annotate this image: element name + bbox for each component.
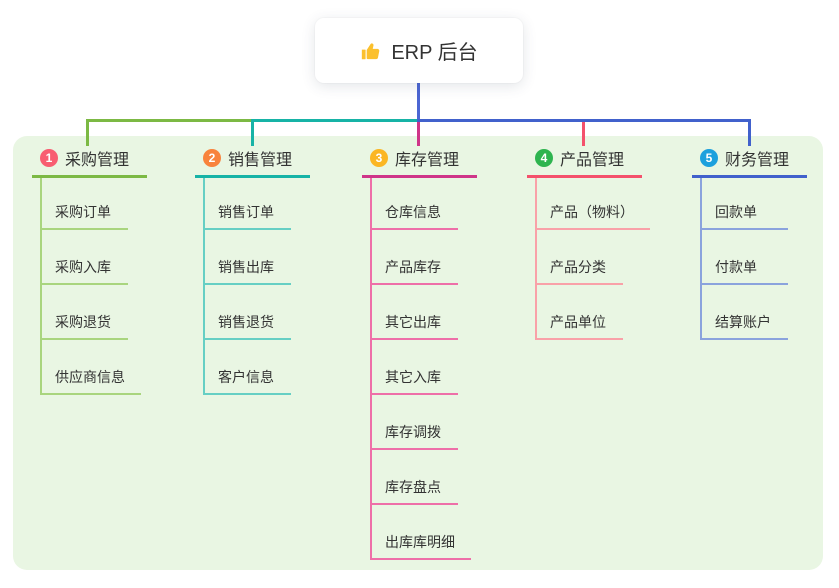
thumbs-up-icon bbox=[360, 40, 382, 62]
child-node[interactable]: 付款单 bbox=[702, 230, 788, 285]
child-node[interactable]: 采购退货 bbox=[42, 285, 128, 340]
child-node[interactable]: 结算账户 bbox=[702, 285, 788, 340]
branch-title[interactable]: 1 采购管理 bbox=[32, 146, 147, 178]
branch-title[interactable]: 3 库存管理 bbox=[362, 146, 477, 178]
connector-horizontal-blue bbox=[417, 119, 751, 122]
branch-number-badge: 3 bbox=[370, 148, 388, 167]
child-node[interactable]: 其它出库 bbox=[372, 285, 458, 340]
child-node[interactable]: 库存盘点 bbox=[372, 450, 458, 505]
child-node[interactable]: 其它入库 bbox=[372, 340, 458, 395]
branch-number-badge: 4 bbox=[535, 148, 553, 167]
child-node[interactable]: 产品单位 bbox=[537, 285, 623, 340]
child-node[interactable]: 销售出库 bbox=[205, 230, 291, 285]
child-node[interactable]: 客户信息 bbox=[205, 340, 291, 395]
branch-title[interactable]: 5 财务管理 bbox=[692, 146, 807, 178]
branch-title[interactable]: 2 销售管理 bbox=[195, 146, 310, 178]
child-node[interactable]: 产品库存 bbox=[372, 230, 458, 285]
branch-label: 库存管理 bbox=[395, 151, 460, 169]
branch-number-badge: 2 bbox=[203, 148, 221, 167]
branch-number-badge: 1 bbox=[40, 148, 58, 167]
branch-sales: 2 销售管理 销售订单 销售出库 销售退货 客户信息 bbox=[195, 146, 310, 395]
child-node[interactable]: 采购入库 bbox=[42, 230, 128, 285]
child-node[interactable]: 供应商信息 bbox=[42, 340, 141, 395]
branch-children: 回款单 付款单 结算账户 bbox=[700, 178, 788, 340]
branch-children: 销售订单 销售出库 销售退货 客户信息 bbox=[203, 178, 291, 395]
branch-title[interactable]: 4 产品管理 bbox=[527, 146, 642, 178]
root-node[interactable]: ERP 后台 bbox=[315, 18, 523, 83]
connector-drop-branch-4 bbox=[582, 122, 585, 146]
branch-children: 采购订单 采购入库 采购退货 供应商信息 bbox=[40, 178, 141, 395]
branch-label: 采购管理 bbox=[65, 151, 130, 169]
child-node[interactable]: 产品（物料） bbox=[537, 178, 650, 230]
connector-horizontal-green bbox=[86, 119, 253, 122]
child-node[interactable]: 销售订单 bbox=[205, 178, 291, 230]
root-label: ERP 后台 bbox=[391, 42, 478, 64]
connector-drop-branch-1 bbox=[86, 119, 89, 146]
branch-children: 产品（物料） 产品分类 产品单位 bbox=[535, 178, 650, 340]
branch-inventory: 3 库存管理 仓库信息 产品库存 其它出库 其它入库 库存调拨 库存盘点 出库库… bbox=[362, 146, 477, 560]
branch-label: 销售管理 bbox=[228, 151, 293, 169]
root-stem-connector bbox=[417, 83, 420, 121]
child-node[interactable]: 产品分类 bbox=[537, 230, 623, 285]
connector-drop-branch-2 bbox=[251, 119, 254, 146]
connector-horizontal-teal bbox=[251, 119, 418, 122]
branch-number-badge: 5 bbox=[700, 148, 718, 167]
child-node[interactable]: 仓库信息 bbox=[372, 178, 458, 230]
branch-label: 财务管理 bbox=[725, 151, 790, 169]
branch-purchase: 1 采购管理 采购订单 采购入库 采购退货 供应商信息 bbox=[32, 146, 147, 395]
child-node[interactable]: 库存调拨 bbox=[372, 395, 458, 450]
branch-finance: 5 财务管理 回款单 付款单 结算账户 bbox=[692, 146, 807, 340]
connector-drop-branch-5 bbox=[748, 119, 751, 146]
child-node[interactable]: 回款单 bbox=[702, 178, 788, 230]
child-node[interactable]: 销售退货 bbox=[205, 285, 291, 340]
child-node[interactable]: 出库库明细 bbox=[372, 505, 471, 560]
branch-product: 4 产品管理 产品（物料） 产品分类 产品单位 bbox=[527, 146, 650, 340]
child-node[interactable]: 采购订单 bbox=[42, 178, 128, 230]
branch-children: 仓库信息 产品库存 其它出库 其它入库 库存调拨 库存盘点 出库库明细 bbox=[370, 178, 471, 560]
branches-background-panel bbox=[13, 136, 823, 570]
branch-label: 产品管理 bbox=[560, 151, 625, 169]
connector-drop-branch-3 bbox=[417, 122, 420, 146]
